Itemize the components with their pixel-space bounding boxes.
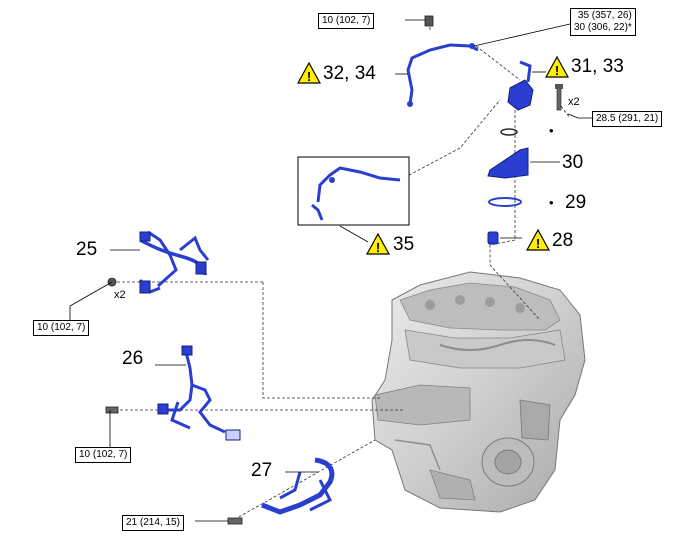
callout-30: 30 xyxy=(562,152,584,173)
part-31-33-fuel-pump xyxy=(507,60,546,111)
callout-31-33: 31, 33 xyxy=(571,56,624,77)
svg-text:!: ! xyxy=(307,69,311,84)
callout-32-34: 32, 34 xyxy=(323,63,376,84)
part-29-gasket xyxy=(488,197,522,207)
bullet-o-ring: • xyxy=(549,123,554,138)
svg-text:!: ! xyxy=(536,236,540,251)
torque-spec-part-25: 10 (102, 7) xyxy=(33,320,90,336)
torque-spec-top-bolt: 10 (102, 7) xyxy=(318,13,375,29)
torque-spec-top-right: 35 (357, 26) 30 (306, 22)* xyxy=(570,8,636,36)
leader-lines xyxy=(112,22,571,523)
part-30-bracket xyxy=(487,147,560,179)
torque-spec-top-right-line2: 30 (306, 22)* xyxy=(574,22,632,33)
part-28-lifter xyxy=(487,231,522,245)
torque-spec-part-26: 10 (102, 7) xyxy=(75,447,132,463)
warning-icon-32-34: ! xyxy=(297,62,321,84)
callout-26: 26 xyxy=(122,348,144,369)
callout-28: 28 xyxy=(552,230,574,251)
warning-icon-28: ! xyxy=(526,229,550,251)
bolt-part-26 xyxy=(105,406,119,448)
bolt-top xyxy=(424,15,434,27)
part-35-inset xyxy=(297,156,410,243)
part-26-wire-harness xyxy=(155,345,241,441)
callout-35: 35 xyxy=(393,234,415,255)
bullet-29: • xyxy=(549,195,554,210)
callout-25: 25 xyxy=(76,239,98,260)
part-25-wire-harness xyxy=(110,230,210,294)
engine-assembly xyxy=(371,271,586,513)
bolt-part-25 xyxy=(69,277,117,322)
part-32-34-fuel-hose xyxy=(395,43,479,107)
callout-27: 27 xyxy=(251,460,273,481)
torque-spec-top-right-line1: 35 (357, 26) xyxy=(577,10,632,21)
callout-29: 29 xyxy=(565,192,587,213)
warning-icon-35: ! xyxy=(366,233,390,255)
svg-text:!: ! xyxy=(376,240,380,255)
o-ring xyxy=(500,128,518,136)
bolt-part-27 xyxy=(227,517,243,525)
warning-icon-31-33: ! xyxy=(545,56,569,78)
torque-spec-part-27: 21 (214, 15) xyxy=(122,515,184,531)
quantity-right: x2 xyxy=(568,96,580,108)
torque-leaders xyxy=(195,19,592,522)
quantity-left: x2 xyxy=(114,289,126,301)
svg-text:!: ! xyxy=(555,63,559,78)
part-27-wire-harness xyxy=(261,457,335,515)
bolt-right xyxy=(555,84,563,111)
torque-spec-right: 28.5 (291, 21) xyxy=(592,111,663,127)
